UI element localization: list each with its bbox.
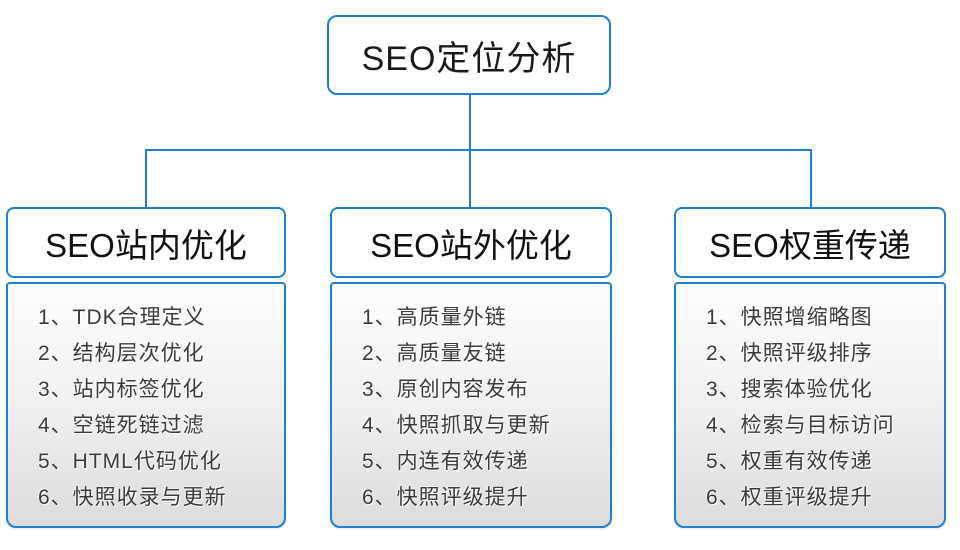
root-node-title: SEO定位分析: [361, 39, 577, 78]
connector-center-vertical: [469, 95, 471, 207]
list-item: 2、快照评级排序: [706, 342, 873, 365]
branch-list-offsite: 1、高质量外链 2、高质量友链 3、原创内容发布 4、快照抓取与更新 5、内连有…: [330, 282, 612, 528]
list-item: 2、高质量友链: [362, 342, 507, 365]
connector-right-vertical: [810, 149, 812, 207]
branch-offsite-optimization: SEO站外优化 1、高质量外链 2、高质量友链 3、原创内容发布 4、快照抓取与…: [330, 207, 612, 528]
branch-weight-transfer: SEO权重传递 1、快照增缩略图 2、快照评级排序 3、搜索体验优化 4、检索与…: [674, 207, 946, 528]
branch-header-offsite: SEO站外优化: [330, 207, 612, 278]
list-item: 4、快照抓取与更新: [362, 414, 551, 437]
branch-list-onsite: 1、TDK合理定义 2、结构层次优化 3、站内标签优化 4、空链死链过滤 5、H…: [6, 282, 286, 528]
list-item: 5、内连有效传递: [362, 450, 529, 473]
list-item: 4、空链死链过滤: [38, 414, 205, 437]
root-node-seo-positioning: SEO定位分析: [327, 15, 611, 95]
list-item: 2、结构层次优化: [38, 342, 205, 365]
branch-header-onsite: SEO站内优化: [6, 207, 286, 278]
list-item: 1、快照增缩略图: [706, 306, 873, 329]
list-item: 3、站内标签优化: [38, 378, 205, 401]
branch-header-title: SEO站内优化: [45, 226, 247, 264]
list-item: 5、HTML代码优化: [38, 450, 222, 473]
branch-list-weight: 1、快照增缩略图 2、快照评级排序 3、搜索体验优化 4、检索与目标访问 5、权…: [674, 282, 946, 528]
branch-header-weight: SEO权重传递: [674, 207, 946, 278]
list-item: 6、快照收录与更新: [38, 486, 227, 509]
connector-left-vertical: [145, 149, 147, 207]
branch-onsite-optimization: SEO站内优化 1、TDK合理定义 2、结构层次优化 3、站内标签优化 4、空链…: [6, 207, 286, 528]
list-item: 6、权重评级提升: [706, 486, 873, 509]
list-item: 3、搜索体验优化: [706, 378, 873, 401]
list-item: 6、快照评级提升: [362, 486, 529, 509]
branch-header-title: SEO站外优化: [370, 226, 572, 264]
list-item: 5、权重有效传递: [706, 450, 873, 473]
branch-header-title: SEO权重传递: [709, 226, 911, 264]
list-item: 1、TDK合理定义: [38, 306, 206, 329]
list-item: 4、检索与目标访问: [706, 414, 895, 437]
connector-horizontal: [145, 149, 812, 151]
list-item: 1、高质量外链: [362, 306, 507, 329]
list-item: 3、原创内容发布: [362, 378, 529, 401]
